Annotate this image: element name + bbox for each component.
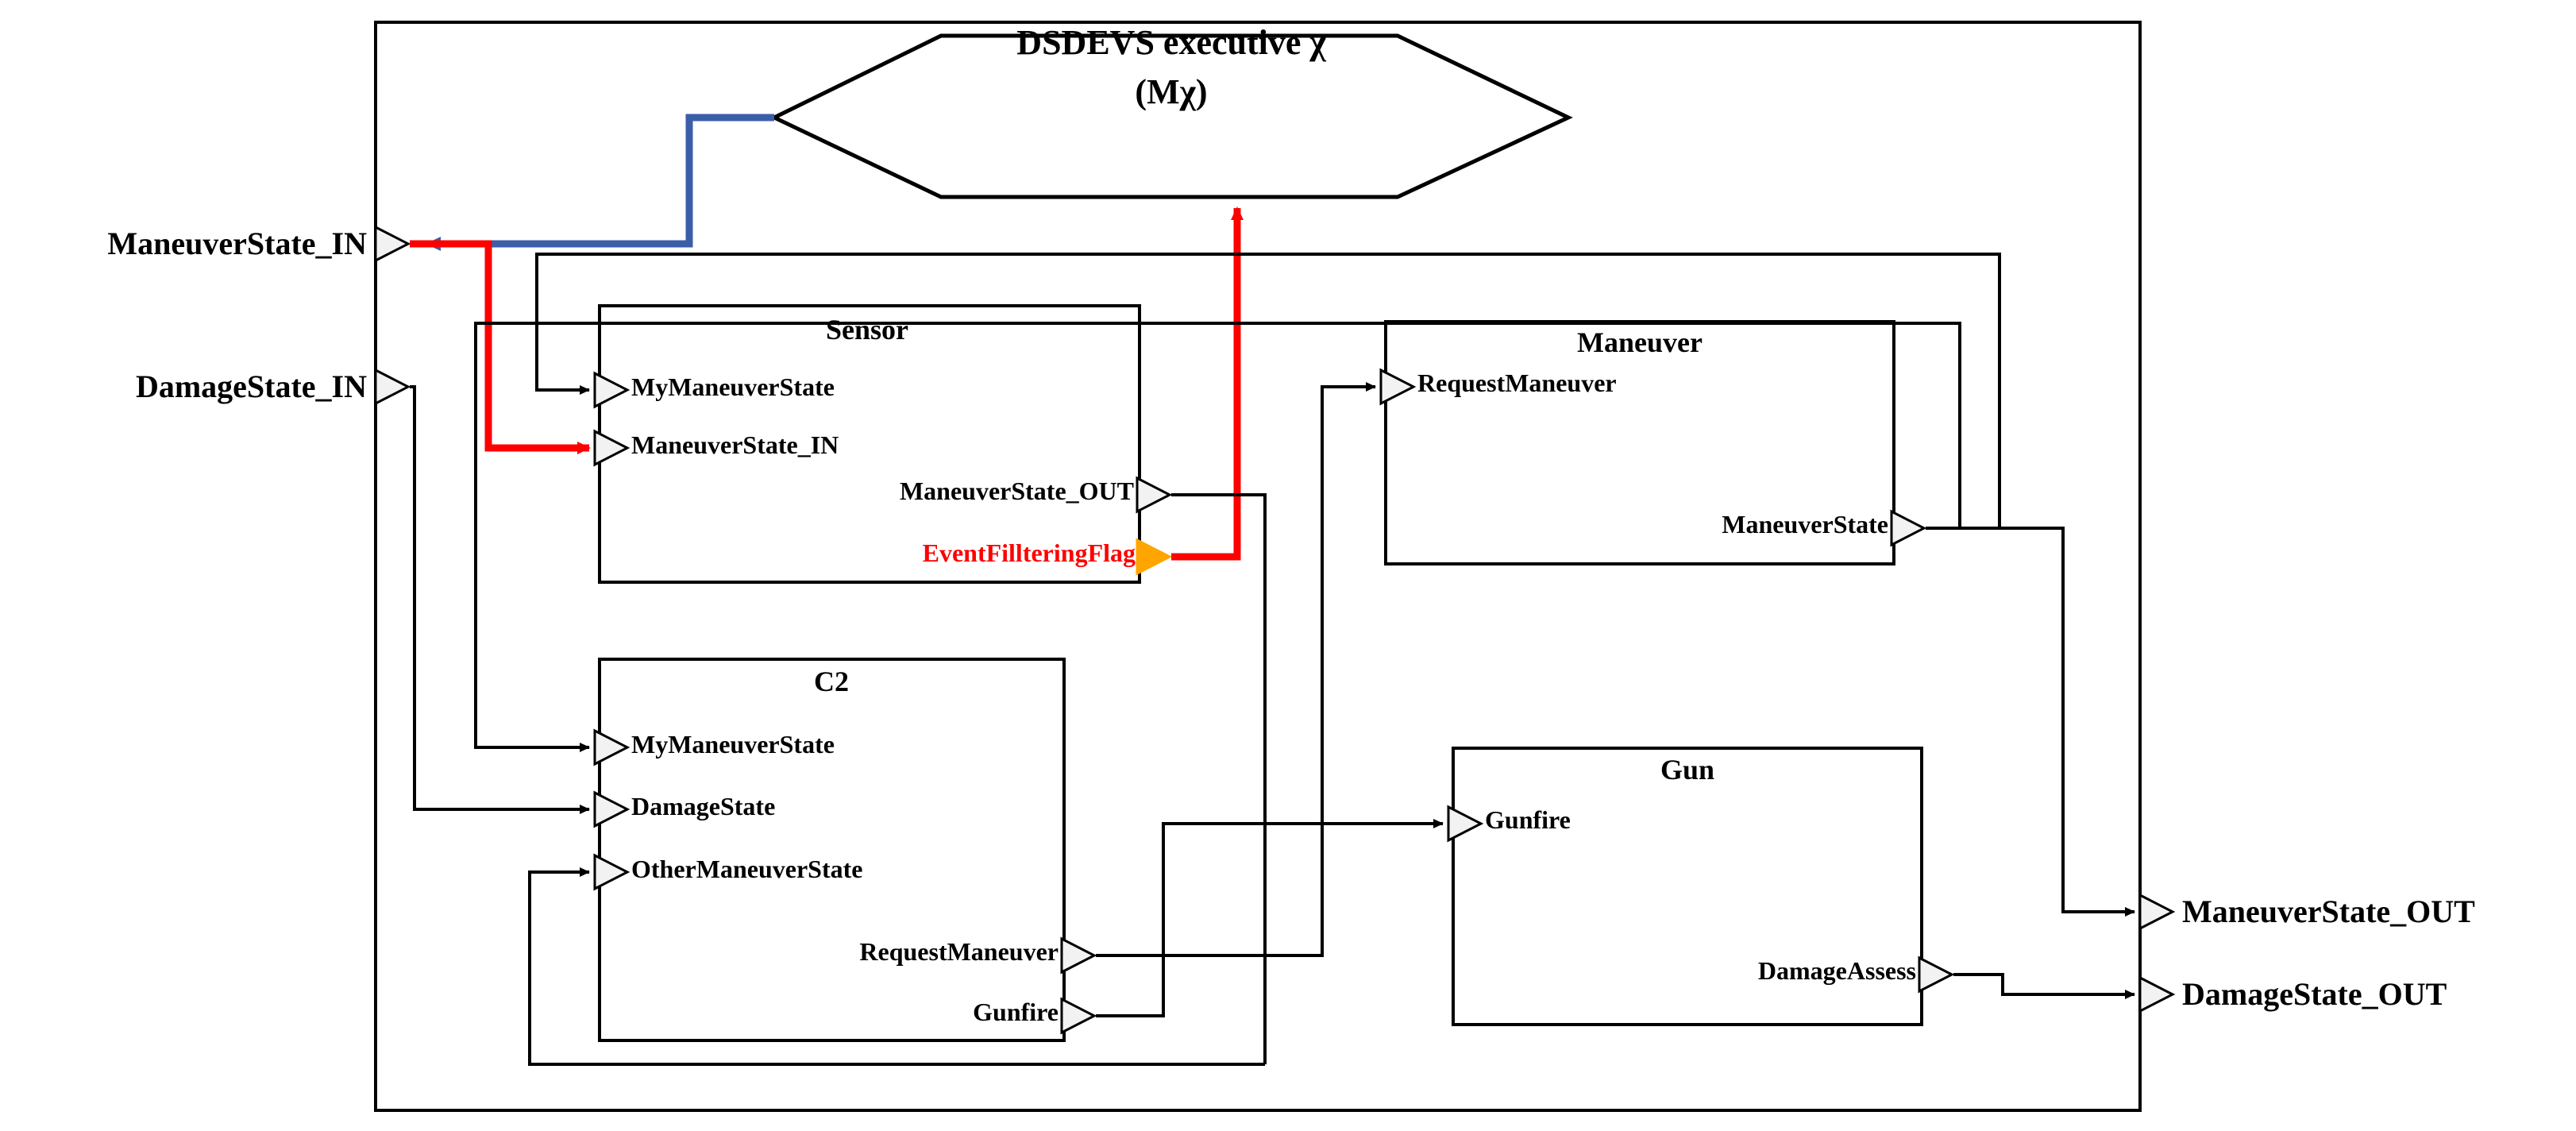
portlabel-sensor-maneuverstate-in: ManeuverState_IN [631,430,839,459]
extlabel-damagestate-in: DamageState_IN [135,369,367,404]
portlabel-c2-mymaneuverstate: MyManeuverState [631,730,835,759]
port-c2-requestmaneuver[interactable] [1060,936,1097,975]
executive-title-line1: DSDEVS executive χ [1016,23,1326,62]
portlabel-c2-damagestate: DamageState [631,792,776,820]
extport-maneuverstate-out[interactable] [2138,893,2176,931]
port-c2-mymaneuverstate[interactable] [593,728,631,766]
block-title-c2: C2 [814,666,849,697]
wire-c2-othermaneuverstate-feedback [528,867,1265,1066]
port-sensor-maneuverstate-in[interactable] [593,429,631,467]
portlabel-gun-damageassess: DamageAssess [1757,956,1916,985]
extlabel-damagestate-out: DamageState_OUT [2182,976,2447,1012]
portlabel-sensor-eventfillteringflag: EventFillteringFlag [922,538,1136,567]
block-gun[interactable] [1452,747,1923,1026]
executive-title-line2: (Mχ) [1135,72,1208,111]
wire-maneuverstate-to-ext-out [1926,527,2135,917]
wire-maneuverstate-branch-to-c2 [474,322,1961,752]
extlabel-maneuverstate-in: ManeuverState_IN [107,226,367,261]
port-sensor-maneuverstate-out[interactable] [1136,476,1173,514]
block-title-gun: Gun [1660,754,1715,786]
wire-damageassess-to-ext-out [1953,973,2135,999]
coupled-model-boundary [374,21,2142,1112]
block-maneuver[interactable] [1384,320,1895,566]
wire-c2-gunfire-to-gun [1096,819,1444,1017]
extport-maneuverstate-in[interactable] [374,225,411,263]
portlabel-c2-gunfire: Gunfire [973,998,1059,1026]
wire-maneuverstate-in-to-sensor [410,240,591,454]
block-c2[interactable] [598,658,1066,1042]
wire-maneuverstate-to-c2-mymaneuverstate [1897,323,1999,528]
wire-sensor-out-trunk [1171,493,1267,1013]
port-sensor-eventfillteringflag[interactable] [1136,538,1173,576]
port-c2-othermaneuverstate[interactable] [593,853,631,891]
port-gun-damageassess[interactable] [1918,955,1955,994]
port-sensor-mymaneuverstate[interactable] [593,371,631,409]
block-title-maneuver: Maneuver [1577,326,1703,358]
wire-eventfillteringflag-to-executive [1171,207,1244,561]
port-c2-gunfire[interactable] [1060,997,1097,1035]
extport-damagestate-in[interactable] [374,368,411,406]
port-maneuver-requestmaneuver[interactable] [1379,368,1417,406]
portlabel-maneuver-requestmaneuver: RequestManeuver [1417,369,1617,397]
portlabel-sensor-mymaneuverstate: MyManeuverState [631,372,835,401]
extlabel-maneuverstate-out: ManeuverState_OUT [2182,894,2475,929]
port-maneuver-maneuverstate[interactable] [1890,509,1927,547]
portlabel-c2-requestmaneuver: RequestManeuver [859,937,1059,966]
wire-executive-to-maneuverstate-in [426,114,774,251]
port-c2-damagestate[interactable] [593,790,631,828]
portlabel-gun-gunfire: Gunfire [1485,805,1571,834]
port-gun-gunfire[interactable] [1447,805,1484,843]
portlabel-maneuver-maneuverstate: ManeuverState [1722,510,1888,538]
block-title-sensor: Sensor [825,314,909,345]
portlabel-sensor-maneuverstate-out: ManeuverState_OUT [899,477,1134,505]
extport-damagestate-out[interactable] [2138,975,2176,1013]
portlabel-c2-othermaneuverstate: OtherManeuverState [631,855,863,883]
wire-damagestate-in-to-c2 [410,385,590,814]
wire-c2-requestmaneuver-to-maneuver [1096,382,1376,957]
block-sensor[interactable] [598,304,1141,584]
